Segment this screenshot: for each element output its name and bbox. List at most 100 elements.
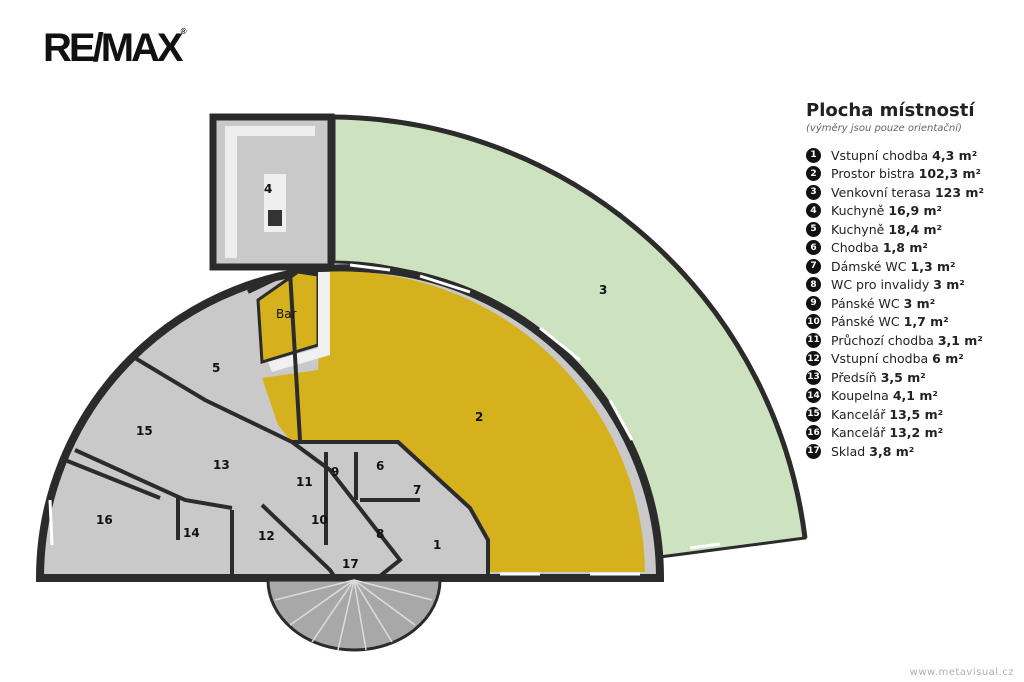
kitchen-stove <box>268 210 282 226</box>
room-label-3: 3 <box>599 283 607 297</box>
kitchen-counter <box>225 126 315 136</box>
legend-title: Plocha místností <box>806 100 975 121</box>
legend-number-badge: 12 <box>806 351 821 367</box>
room-area-legend: Plocha místností (výměry jsou pouze orie… <box>806 100 1021 461</box>
room-label-5: 5 <box>212 361 220 375</box>
legend-number-badge: 4 <box>806 203 821 219</box>
room-label-6: 6 <box>376 459 384 473</box>
legend-room-name: Koupelna <box>831 388 889 404</box>
legend-room-area: 13,2 m² <box>889 425 944 441</box>
legend-number-badge: 16 <box>806 425 821 441</box>
legend-room-name: Sklad <box>831 443 866 459</box>
watermark: www.metavisual.cz <box>909 667 1014 678</box>
legend-room-area: 16,9 m² <box>888 203 943 219</box>
legend-room-area: 3 m² <box>933 277 965 293</box>
kitchen-counter-side <box>225 136 237 258</box>
legend-room-area: 1,8 m² <box>882 240 928 256</box>
room-2-bistro <box>262 271 645 572</box>
legend-room-name: Vstupní chodba <box>831 351 929 367</box>
legend-room-area: 6 m² <box>932 351 964 367</box>
legend-room-name: WC pro invalidy <box>831 277 930 293</box>
legend-number-badge: 14 <box>806 388 821 404</box>
legend-room-name: Průchozí chodba <box>831 332 934 348</box>
room-label-9: 9 <box>331 465 339 479</box>
legend-number-badge: 2 <box>806 166 821 182</box>
legend-room-area: 3,5 m² <box>880 369 926 385</box>
legend-number-badge: 11 <box>806 332 821 348</box>
room-label-14: 14 <box>183 526 200 540</box>
legend-room-name: Chodba <box>831 240 879 256</box>
room-label-15: 15 <box>136 424 153 438</box>
legend-number-badge: 5 <box>806 221 821 237</box>
terrace-outer-wall <box>333 114 808 539</box>
legend-room-name: Kuchyně <box>831 203 885 219</box>
legend-number-badge: 9 <box>806 295 821 311</box>
legend-number-badge: 10 <box>806 314 821 330</box>
legend-number-badge: 15 <box>806 406 821 422</box>
legend-room-area: 3,1 m² <box>937 332 983 348</box>
legend-room-area: 123 m² <box>934 184 984 200</box>
legend-number-badge: 3 <box>806 184 821 200</box>
legend-room-area: 3 m² <box>903 295 936 311</box>
room-label-13: 13 <box>213 458 230 472</box>
bar-counter <box>268 272 330 372</box>
legend-number-badge: 8 <box>806 277 821 293</box>
legend-subtitle: (výměry jsou pouze orientační) <box>806 123 962 134</box>
legend-room-name: Předsíň <box>831 369 877 385</box>
room-label-8: 8 <box>376 527 384 541</box>
legend-room-area: 1,3 m² <box>910 258 956 274</box>
internal-walls <box>59 268 490 603</box>
legend-number-badge: 13 <box>806 369 821 385</box>
legend-number-badge: 1 <box>806 147 821 163</box>
legend-room-name: Kuchyně <box>831 221 885 237</box>
legend-room-name: Kancelář <box>831 425 886 441</box>
legend-room-name: Dámské WC <box>831 258 907 274</box>
legend-number-badge: 7 <box>806 258 821 274</box>
legend-room-area: 4,1 m² <box>892 388 938 404</box>
legend-room-name: Pánské WC <box>831 295 900 311</box>
room-label-1: 1 <box>433 538 441 552</box>
legend-number-badge: 6 <box>806 240 821 256</box>
legend-room-name: Prostor bistra <box>831 166 915 182</box>
legend-room-area: 13,5 m² <box>889 406 944 422</box>
room-label-16: 16 <box>96 513 113 527</box>
room-label-7: 7 <box>413 483 421 497</box>
legend-room-area: 1,7 m² <box>903 314 949 330</box>
stair-treads <box>274 579 433 651</box>
room-label-17: 17 <box>342 557 359 571</box>
legend-room-area: 18,4 m² <box>888 221 943 237</box>
room-label-4: 4 <box>264 182 272 196</box>
legend-room-area: 102,3 m² <box>918 166 982 182</box>
windows <box>48 263 721 576</box>
legend-room-name: Kancelář <box>831 406 886 422</box>
spiral-stairs <box>266 578 442 652</box>
bar-label: Bar <box>276 307 297 321</box>
room-label-12: 12 <box>258 529 275 543</box>
room-label-11: 11 <box>296 475 313 489</box>
room-label-10: 10 <box>311 513 328 527</box>
legend-number-badge: 17 <box>806 443 821 459</box>
legend-room-name: Pánské WC <box>831 314 900 330</box>
legend-room-name: Venkovní terasa <box>831 184 931 200</box>
room-label-2: 2 <box>475 410 483 424</box>
legend-room-area: 4,3 m² <box>932 147 978 163</box>
